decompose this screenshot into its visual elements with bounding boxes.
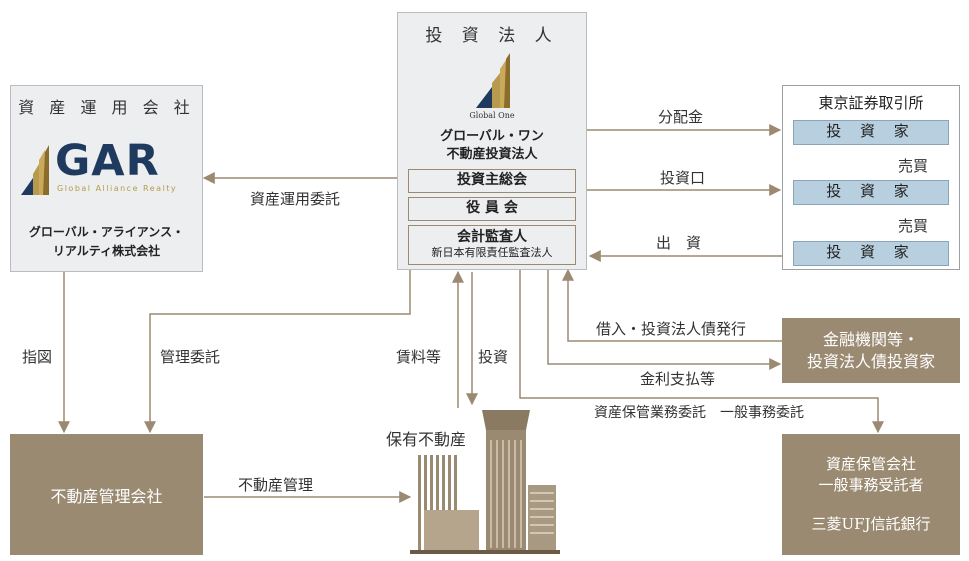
board-of-directors-box: 役 員 会 bbox=[408, 197, 576, 221]
global-one-caption: Global One bbox=[469, 111, 515, 120]
custody-arrow bbox=[519, 270, 884, 434]
borrow-arrow bbox=[562, 268, 782, 342]
trade-label-1: 売買 bbox=[898, 157, 929, 175]
custody-label: 資産保管業務委託 一般事務委託 bbox=[594, 405, 804, 421]
custodian-box: 資産保管会社 一般事務受託者 三菱UFJ信託銀行 bbox=[782, 434, 960, 555]
investment-corporation-box: 投 資 法 人 Global One グローバル・ワン 不動産投資法人 投資主総… bbox=[397, 12, 587, 270]
investment-corporation-title: 投 資 法 人 bbox=[425, 26, 559, 46]
invest-label: 投資 bbox=[478, 348, 509, 366]
property-management-label: 不動産管理 bbox=[238, 476, 314, 494]
property-management-company-box: 不動産管理会社 bbox=[10, 434, 203, 555]
instruction-label: 指図 bbox=[22, 348, 53, 366]
borrow-label: 借入・投資法人債発行 bbox=[596, 320, 747, 338]
asset-manager-title: 資 産 運 用 会 社 bbox=[18, 98, 195, 117]
finance-label-1: 金融機関等・ bbox=[822, 329, 919, 349]
custodian-label-3: 三菱UFJ信託銀行 bbox=[811, 515, 931, 533]
distribution-label: 分配金 bbox=[658, 108, 704, 126]
unitholders-meeting-box: 投資主総会 bbox=[408, 169, 576, 193]
auditor-box: 会計監査人 新日本有限責任監査法人 bbox=[408, 225, 576, 265]
capital-label: 出 資 bbox=[656, 234, 702, 252]
management-entrust-label: 管理委託 bbox=[160, 348, 221, 366]
owned-property-label: 保有不動産 bbox=[386, 430, 467, 449]
asset-manager-name-1: グローバル・アライアンス・ bbox=[28, 225, 185, 239]
custodian-label-2: 一般事務受託者 bbox=[818, 476, 924, 494]
tse-title: 東京証券取引所 bbox=[818, 94, 924, 112]
investment-corporation-name-2: 不動産投資法人 bbox=[446, 147, 538, 162]
investor-box-2: 投 資 家 bbox=[793, 180, 949, 205]
trade-label-2: 売買 bbox=[898, 217, 929, 235]
tse-box: 東京証券取引所 投 資 家 投 資 家 投 資 家 売買 売買 bbox=[782, 85, 960, 270]
gar-logo-subtext: Global Alliance Realty bbox=[57, 184, 178, 193]
auditor-firm-label: 新日本有限責任監査法人 bbox=[431, 246, 553, 259]
interest-label: 金利支払等 bbox=[640, 370, 716, 388]
gar-logo-text: GAR bbox=[55, 136, 160, 186]
gar-logo-mark-icon bbox=[21, 145, 49, 195]
rent-label: 賃料等 bbox=[396, 348, 442, 366]
units-label: 投資口 bbox=[660, 169, 706, 187]
auditor-label: 会計監査人 bbox=[457, 229, 527, 245]
custodian-label-1: 資産保管会社 bbox=[825, 455, 916, 473]
investor-box-1: 投 資 家 bbox=[793, 120, 949, 145]
finance-label-2: 投資法人債投資家 bbox=[806, 351, 935, 371]
investor-box-3: 投 資 家 bbox=[793, 241, 949, 266]
owned-property-building-icon bbox=[410, 410, 560, 554]
asset-manager-box: 資 産 運 用 会 社 GAR Global Alliance Realty グ… bbox=[10, 85, 203, 272]
entrust-label: 資産運用委託 bbox=[250, 190, 341, 208]
asset-manager-name-2: リアルティ株式会社 bbox=[52, 244, 161, 258]
finance-box: 金融機関等・ 投資法人債投資家 bbox=[782, 318, 960, 383]
property-management-company-label: 不動産管理会社 bbox=[50, 486, 163, 506]
investment-corporation-name-1: グローバル・ワン bbox=[440, 129, 544, 144]
mgmt-entrust-arrow bbox=[144, 270, 411, 434]
global-one-logo-icon bbox=[476, 53, 510, 108]
interest-arrow bbox=[547, 270, 782, 370]
